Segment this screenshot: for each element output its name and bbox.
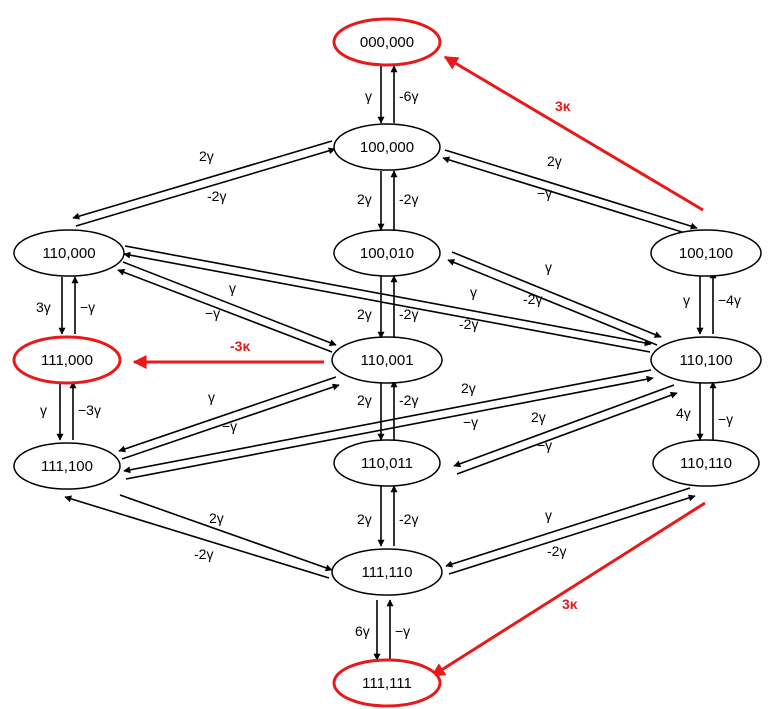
rate-label: -2γ xyxy=(459,316,478,332)
decay-edge-100100-000000: 3κ xyxy=(443,55,704,212)
edge-100000-110000: 2γ -2γ xyxy=(72,140,336,227)
edge-110000-110100: γ -2γ xyxy=(123,245,652,353)
rate-label: −γ xyxy=(80,299,95,315)
state-node-100010: 100,010 xyxy=(333,229,441,277)
transition-edges: γ -6γ 2γ -2γ 2γ -2γ 2γ −γ 3γ − xyxy=(36,65,741,661)
rate-label: −3γ xyxy=(78,402,101,418)
rate-label: -2γ xyxy=(194,546,213,562)
rate-label: -2γ xyxy=(207,188,226,204)
state-nodes: 000,000 100,000 110,000 100,010 100,100 … xyxy=(12,17,762,708)
edge-111110-111111: 6γ −γ xyxy=(355,599,410,661)
edge-110011-111110: 2γ -2γ xyxy=(357,485,418,547)
edge-110001-111100: γ −γ xyxy=(118,376,340,460)
rate-label: 2γ xyxy=(199,148,214,164)
rate-label: γ xyxy=(545,259,552,275)
edge-111000-111100: γ −3γ xyxy=(40,381,101,441)
rate-label: 2γ xyxy=(357,306,372,322)
edge-000000-100000: γ -6γ xyxy=(365,65,418,124)
edge-100100-110100: γ −4γ xyxy=(683,271,741,335)
state-label: 110,000 xyxy=(42,245,95,262)
rate-label: −γ xyxy=(537,437,552,453)
rate-label: 2γ xyxy=(547,153,562,169)
state-node-110000: 110,000 xyxy=(13,229,125,277)
rate-label: −γ xyxy=(395,623,410,639)
rate-label: −4γ xyxy=(718,292,741,308)
rate-label: -2γ xyxy=(399,306,418,322)
rate-label: γ xyxy=(229,280,236,296)
edge-110100-111100: 2γ −γ xyxy=(123,369,654,480)
rate-label: −γ xyxy=(205,305,220,321)
decay-rate-label: -3κ xyxy=(230,338,250,354)
rate-label: -2γ xyxy=(399,511,418,527)
rate-label: γ xyxy=(365,88,372,104)
edge-100010-110001: 2γ -2γ xyxy=(357,275,418,339)
state-node-110110: 110,110 xyxy=(652,439,760,487)
edge-110000-111000: 3γ −γ xyxy=(36,276,95,335)
state-label: 100,010 xyxy=(360,245,414,262)
state-label: 100,000 xyxy=(360,139,414,156)
rate-label: −γ xyxy=(718,411,733,427)
edge-110001-110011: 2γ -2γ xyxy=(357,380,418,441)
rate-label: γ xyxy=(683,292,690,308)
rate-label: -6γ xyxy=(399,88,418,104)
edge-110100-110011: 2γ −γ xyxy=(453,384,678,475)
edge-110100-110110: 4γ −γ xyxy=(676,381,733,441)
rate-label: -2γ xyxy=(399,191,418,207)
edge-110110-111110: γ -2γ xyxy=(445,487,696,575)
rate-label: −γ xyxy=(537,185,552,201)
rate-label: −γ xyxy=(463,414,478,430)
rate-label: -2γ xyxy=(399,392,418,408)
decay-rate-label: 3κ xyxy=(562,596,578,612)
state-label: 110,001 xyxy=(360,352,413,369)
state-label: 000,000 xyxy=(360,34,414,51)
state-node-111111: 111,111 xyxy=(332,658,442,708)
rate-label: 2γ xyxy=(209,510,224,526)
state-node-110100: 110,100 xyxy=(650,336,762,384)
state-label: 111,110 xyxy=(362,564,413,581)
edge-100000-100010: 2γ -2γ xyxy=(357,170,418,231)
rate-label: γ xyxy=(470,284,477,300)
rate-label: 3γ xyxy=(36,299,51,315)
state-node-100000: 100,000 xyxy=(333,123,441,171)
state-node-110001: 110,001 xyxy=(331,336,443,384)
rate-label: −γ xyxy=(222,418,237,434)
decay-edge-110110-111111: 3κ xyxy=(430,501,706,678)
rate-label: γ xyxy=(545,507,552,523)
state-label: 111,000 xyxy=(41,352,93,369)
rate-label: -2γ xyxy=(523,291,542,307)
edge-100010-110100: γ -2γ xyxy=(447,251,662,346)
rate-label: 2γ xyxy=(531,409,546,425)
state-node-111100: 111,100 xyxy=(13,442,121,490)
rate-label: γ xyxy=(208,389,215,405)
state-label: 110,110 xyxy=(680,455,732,472)
decay-edge-110001-111000: -3κ xyxy=(132,338,324,369)
rate-label: 2γ xyxy=(357,191,372,207)
state-node-111110: 111,110 xyxy=(331,548,443,596)
rate-label: 6γ xyxy=(355,623,370,639)
rate-label: 2γ xyxy=(357,392,372,408)
state-node-000000: 000,000 xyxy=(332,17,442,67)
state-label: 111,100 xyxy=(41,458,93,475)
state-label: 110,011 xyxy=(361,455,413,472)
rate-label: 2γ xyxy=(461,380,476,396)
rate-label: 2γ xyxy=(357,511,372,527)
edge-100000-100100: 2γ −γ xyxy=(442,149,698,237)
rate-label: γ xyxy=(40,402,47,418)
state-node-110011: 110,011 xyxy=(333,439,441,487)
state-node-111000: 111,000 xyxy=(12,335,122,385)
edge-111100-111110: 2γ -2γ xyxy=(64,494,333,579)
state-label: 110,100 xyxy=(679,352,732,369)
state-label: 111,111 xyxy=(362,675,412,692)
rate-label: -2γ xyxy=(547,543,566,559)
decay-rate-label: 3κ xyxy=(555,98,571,114)
rate-label: 4γ xyxy=(676,405,691,421)
decay-edges: 3κ -3κ 3κ xyxy=(132,55,706,678)
state-node-100100: 100,100 xyxy=(650,229,762,277)
state-label: 100,100 xyxy=(679,245,733,262)
edge-110000-110001: γ −γ xyxy=(117,261,337,353)
